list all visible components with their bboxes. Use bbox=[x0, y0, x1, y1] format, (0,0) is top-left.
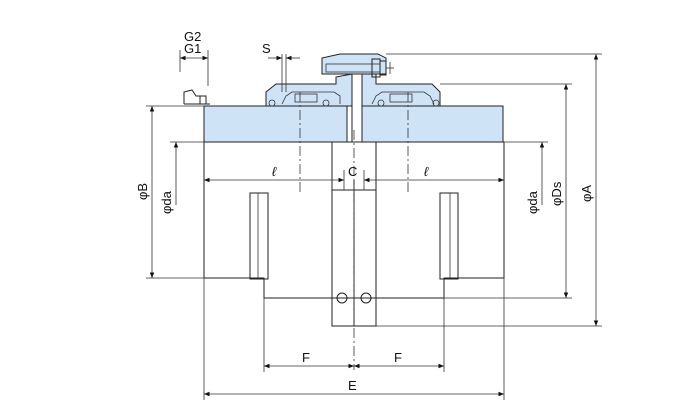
left-sleeve-section bbox=[203, 105, 348, 143]
left-flange bbox=[265, 73, 353, 107]
label-f-left: F bbox=[302, 350, 310, 365]
label-s: S bbox=[262, 41, 271, 56]
label-phi-b: φB bbox=[135, 183, 150, 200]
label-ell-left: ℓ bbox=[272, 164, 277, 179]
label-phi-a: φA bbox=[579, 185, 594, 202]
section-band bbox=[203, 105, 504, 143]
flange-cover bbox=[265, 53, 441, 107]
label-c: C bbox=[348, 164, 357, 179]
label-phi-da-left: φda bbox=[159, 190, 174, 214]
label-f-right: F bbox=[394, 350, 402, 365]
label-g2: G2 bbox=[184, 29, 201, 44]
label-phi-da-right: φda bbox=[525, 190, 540, 214]
label-phi-ds: φDs bbox=[549, 181, 564, 206]
label-e: E bbox=[348, 378, 357, 393]
right-sleeve-section bbox=[361, 105, 504, 143]
g-detail bbox=[179, 50, 210, 105]
label-g1: G1 bbox=[184, 41, 201, 56]
spacer-bolt-icon bbox=[336, 292, 372, 304]
label-ell-right: ℓ bbox=[424, 164, 429, 179]
